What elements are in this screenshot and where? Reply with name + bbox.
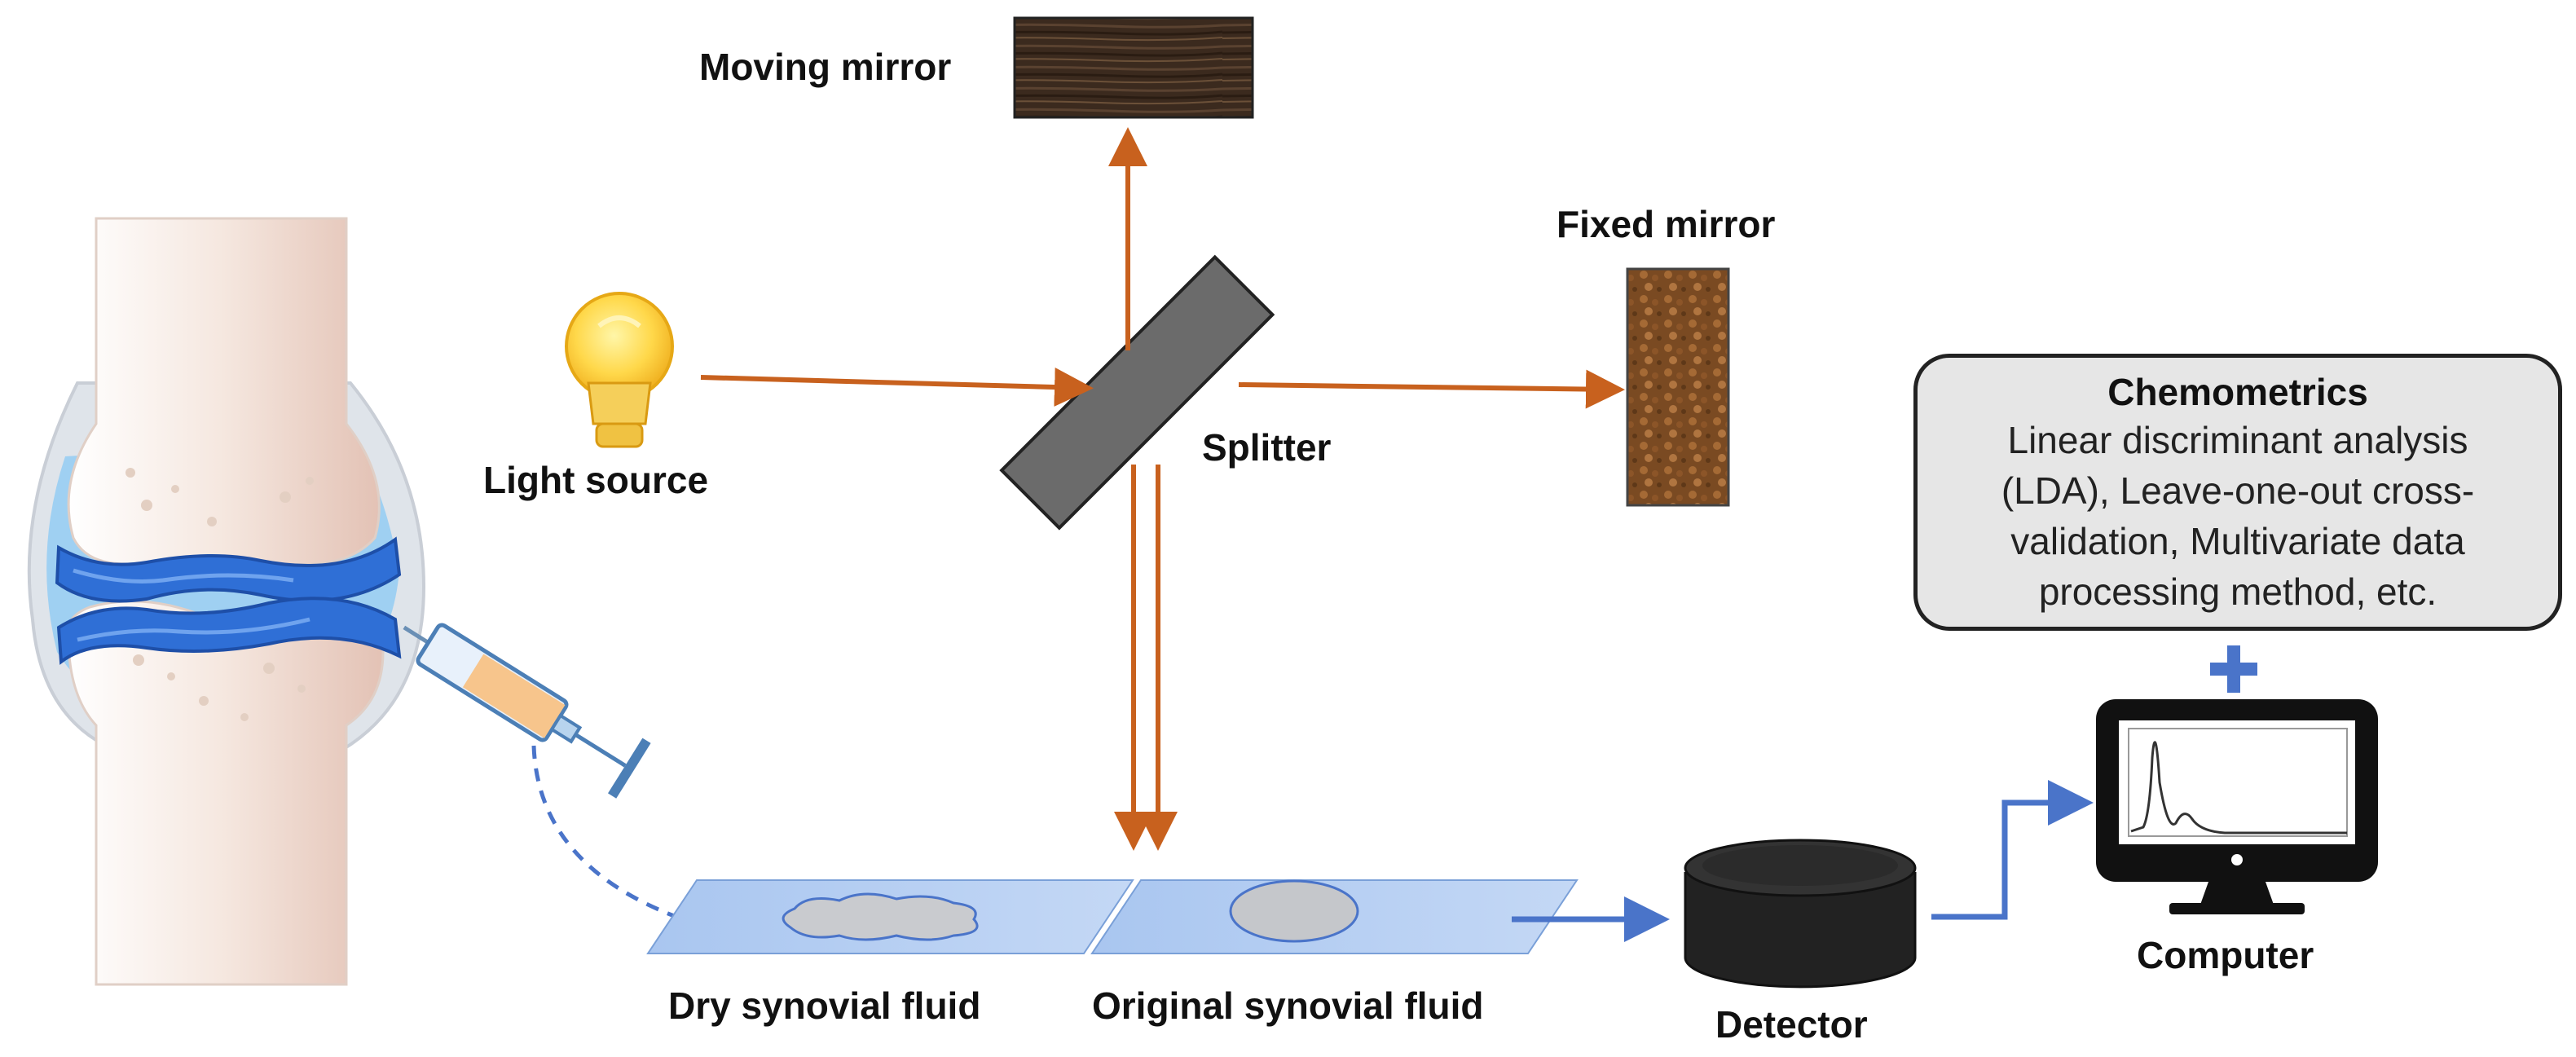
syringe-illustration (403, 623, 651, 799)
tibia-bone (64, 600, 385, 986)
sampling-path (531, 745, 677, 919)
dry-fluid-label: Dry synovial fluid (668, 984, 981, 1027)
upper-cartilage (55, 536, 402, 603)
detector-icon (1684, 839, 1917, 989)
fixed-mirror-label: Fixed mirror (1557, 203, 1776, 245)
chemometrics-title: Chemometrics (2107, 371, 2368, 413)
chemometrics-line: Linear discriminant analysis (2007, 419, 2468, 461)
fixed-mirror (1626, 267, 1730, 507)
computer-monitor-icon (2096, 699, 2378, 914)
femur-bone (67, 217, 381, 566)
knee-joint-illustration (27, 217, 426, 986)
moving-mirror (1013, 16, 1254, 119)
computer-label: Computer (2137, 934, 2314, 976)
dry-fluid-sample (782, 892, 979, 941)
original-fluid-label: Original synovial fluid (1092, 984, 1484, 1027)
chemometrics-line: (LDA), Leave-one-out cross- (2001, 469, 2475, 512)
dry-fluid-slide (646, 879, 1134, 954)
chemometrics-line: processing method, etc. (2038, 570, 2437, 613)
detector-label: Detector (1715, 1003, 1868, 1046)
chemometrics-line: validation, Multivariate data (2010, 520, 2465, 562)
chemometrics-box: Chemometrics Linear discriminant analysi… (1913, 354, 2562, 631)
original-fluid-sample (1229, 879, 1359, 943)
moving-mirror-label: Moving mirror (699, 46, 952, 88)
signal-paths (1512, 780, 2094, 942)
splitter-label: Splitter (1202, 426, 1332, 469)
light-source-label: Light source (483, 459, 709, 501)
optical-beam-paths (700, 127, 1625, 851)
original-fluid-slide (1090, 879, 1579, 954)
plus-icon (2210, 645, 2257, 693)
spectrum-line (2130, 741, 2347, 835)
light-bulb-icon (565, 292, 674, 448)
beam-splitter (999, 254, 1275, 531)
